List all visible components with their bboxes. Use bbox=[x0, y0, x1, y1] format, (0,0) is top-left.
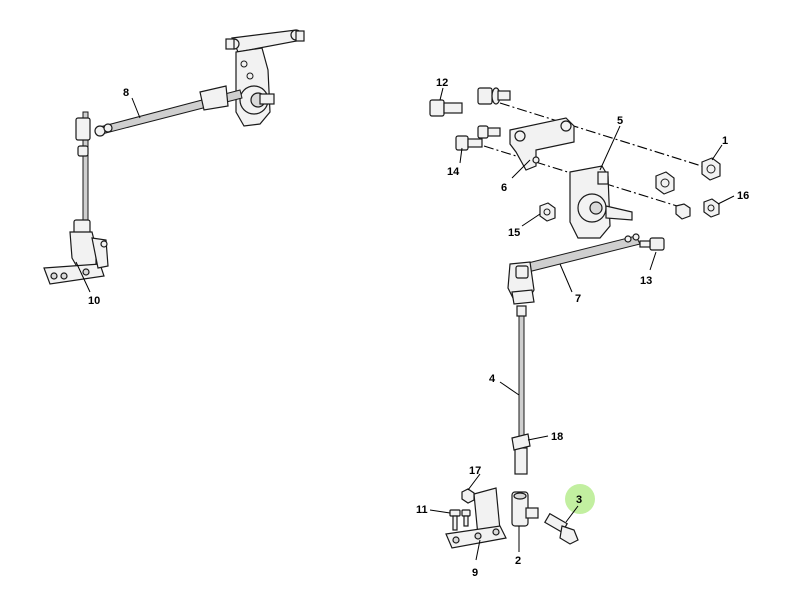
nut-1 bbox=[701, 157, 721, 181]
lever-arm-7 bbox=[507, 233, 641, 305]
label-14: 14 bbox=[447, 166, 460, 178]
label-3: 3 bbox=[576, 494, 582, 506]
nut-17 bbox=[461, 488, 475, 504]
left-lower-bracket bbox=[43, 231, 109, 285]
sensor-5 bbox=[569, 165, 633, 239]
label-13: 13 bbox=[640, 275, 652, 287]
label-10: 10 bbox=[88, 295, 100, 307]
rod-4 bbox=[514, 305, 528, 475]
washer-near-16 bbox=[675, 203, 691, 220]
label-9: 9 bbox=[472, 567, 478, 579]
bracket-9 bbox=[445, 487, 507, 549]
bolt-3 bbox=[544, 512, 579, 545]
bolt-13 bbox=[639, 237, 665, 251]
right-assembly: 12 1 5 6 14 15 16 13 7 4 18 17 11 3 2 9 bbox=[416, 77, 749, 579]
bracket-6 bbox=[509, 117, 575, 171]
bolt-upper-right bbox=[477, 87, 511, 105]
left-vertical-rod bbox=[73, 111, 91, 243]
joint-2 bbox=[511, 491, 539, 527]
label-6: 6 bbox=[501, 182, 507, 194]
clip-18 bbox=[511, 433, 531, 451]
label-5: 5 bbox=[617, 115, 623, 127]
bolt-small-upper bbox=[477, 125, 501, 139]
label-16: 16 bbox=[737, 190, 749, 202]
left-top-bracket bbox=[225, 29, 305, 53]
screw-small bbox=[461, 509, 471, 527]
highlight-marker bbox=[565, 484, 595, 514]
label-15: 15 bbox=[508, 227, 520, 239]
label-7: 7 bbox=[575, 293, 581, 305]
label-11: 11 bbox=[416, 504, 428, 516]
label-2: 2 bbox=[515, 555, 521, 567]
nut-middle bbox=[655, 171, 675, 195]
bolt-14 bbox=[455, 135, 483, 151]
label-18: 18 bbox=[551, 431, 563, 443]
left-assembly: 8 10 bbox=[43, 29, 305, 307]
label-4: 4 bbox=[489, 373, 496, 385]
left-sensor-housing bbox=[235, 47, 275, 127]
label-1: 1 bbox=[722, 135, 728, 147]
nut-16 bbox=[703, 198, 720, 218]
left-lever-arm bbox=[94, 85, 243, 137]
alignment-line-upper bbox=[499, 102, 709, 169]
bolt-12 bbox=[429, 99, 463, 117]
label-12: 12 bbox=[436, 77, 448, 89]
label-8: 8 bbox=[123, 87, 129, 99]
label-17: 17 bbox=[469, 465, 481, 477]
screw-11 bbox=[449, 509, 461, 531]
nut-15 bbox=[539, 202, 556, 222]
